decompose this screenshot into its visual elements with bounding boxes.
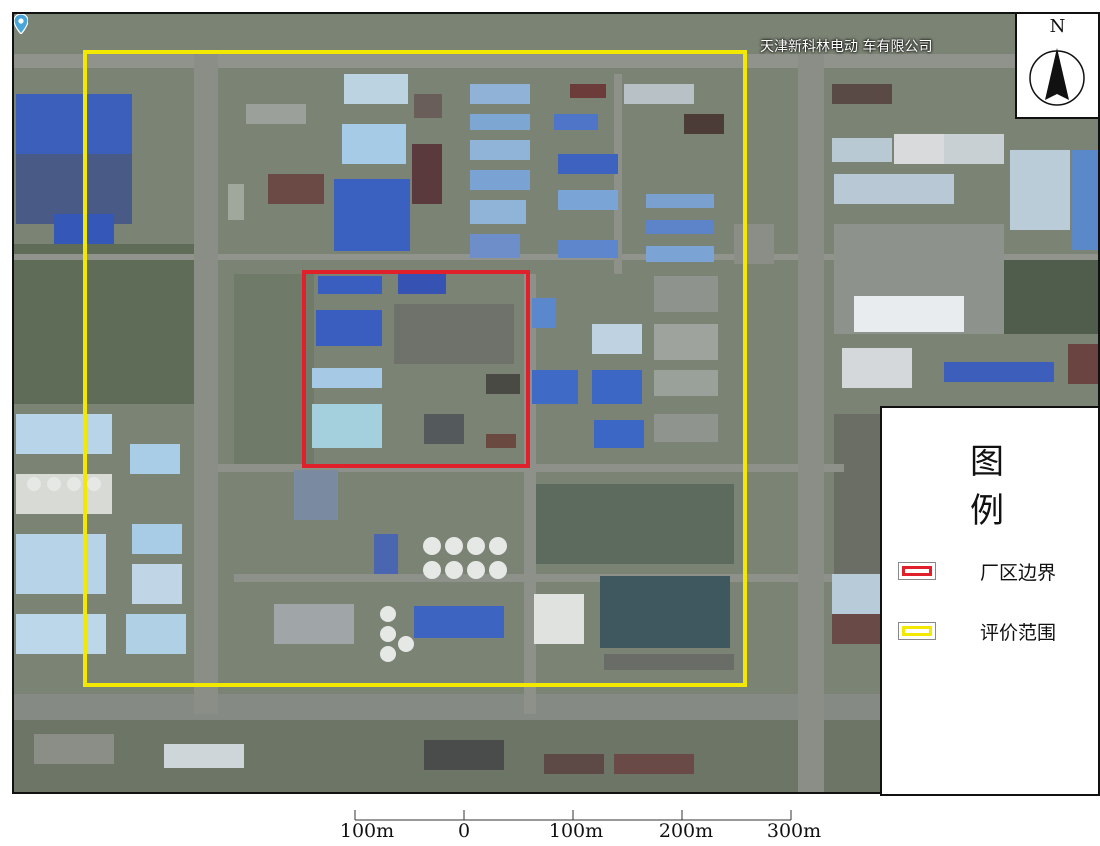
north-label: N bbox=[1049, 16, 1066, 37]
plant-boundary bbox=[302, 270, 530, 468]
legend-panel: 图 例 厂区边界 评价范围 bbox=[880, 406, 1100, 796]
legend-item-plant-boundary: 厂区边界 bbox=[898, 558, 1056, 584]
legend-title: 图 例 bbox=[970, 442, 1044, 531]
legend-item-assessment-scope: 评价范围 bbox=[898, 618, 1056, 644]
location-pin-icon bbox=[14, 14, 28, 34]
scale-bar bbox=[354, 810, 792, 821]
legend-swatch-plant-boundary bbox=[898, 562, 936, 580]
assessment-scope-boundary bbox=[83, 50, 747, 687]
legend-label: 厂区边界 bbox=[980, 561, 1057, 584]
poi-label[interactable]: 天津新科林电动 车有限公司 bbox=[760, 39, 933, 55]
north-arrow-panel: N bbox=[1015, 12, 1100, 119]
scale-tick-label: 100m bbox=[339, 820, 395, 842]
scale-tick-label: 300m bbox=[766, 820, 822, 842]
scale-tick-label: 100m bbox=[548, 820, 604, 842]
scale-tick-label: 0 bbox=[457, 820, 471, 842]
legend-swatch-assessment-scope bbox=[898, 622, 936, 640]
scale-tick-label: 200m bbox=[658, 820, 714, 842]
legend-label: 评价范围 bbox=[980, 621, 1057, 644]
north-arrow-icon bbox=[1029, 48, 1085, 106]
